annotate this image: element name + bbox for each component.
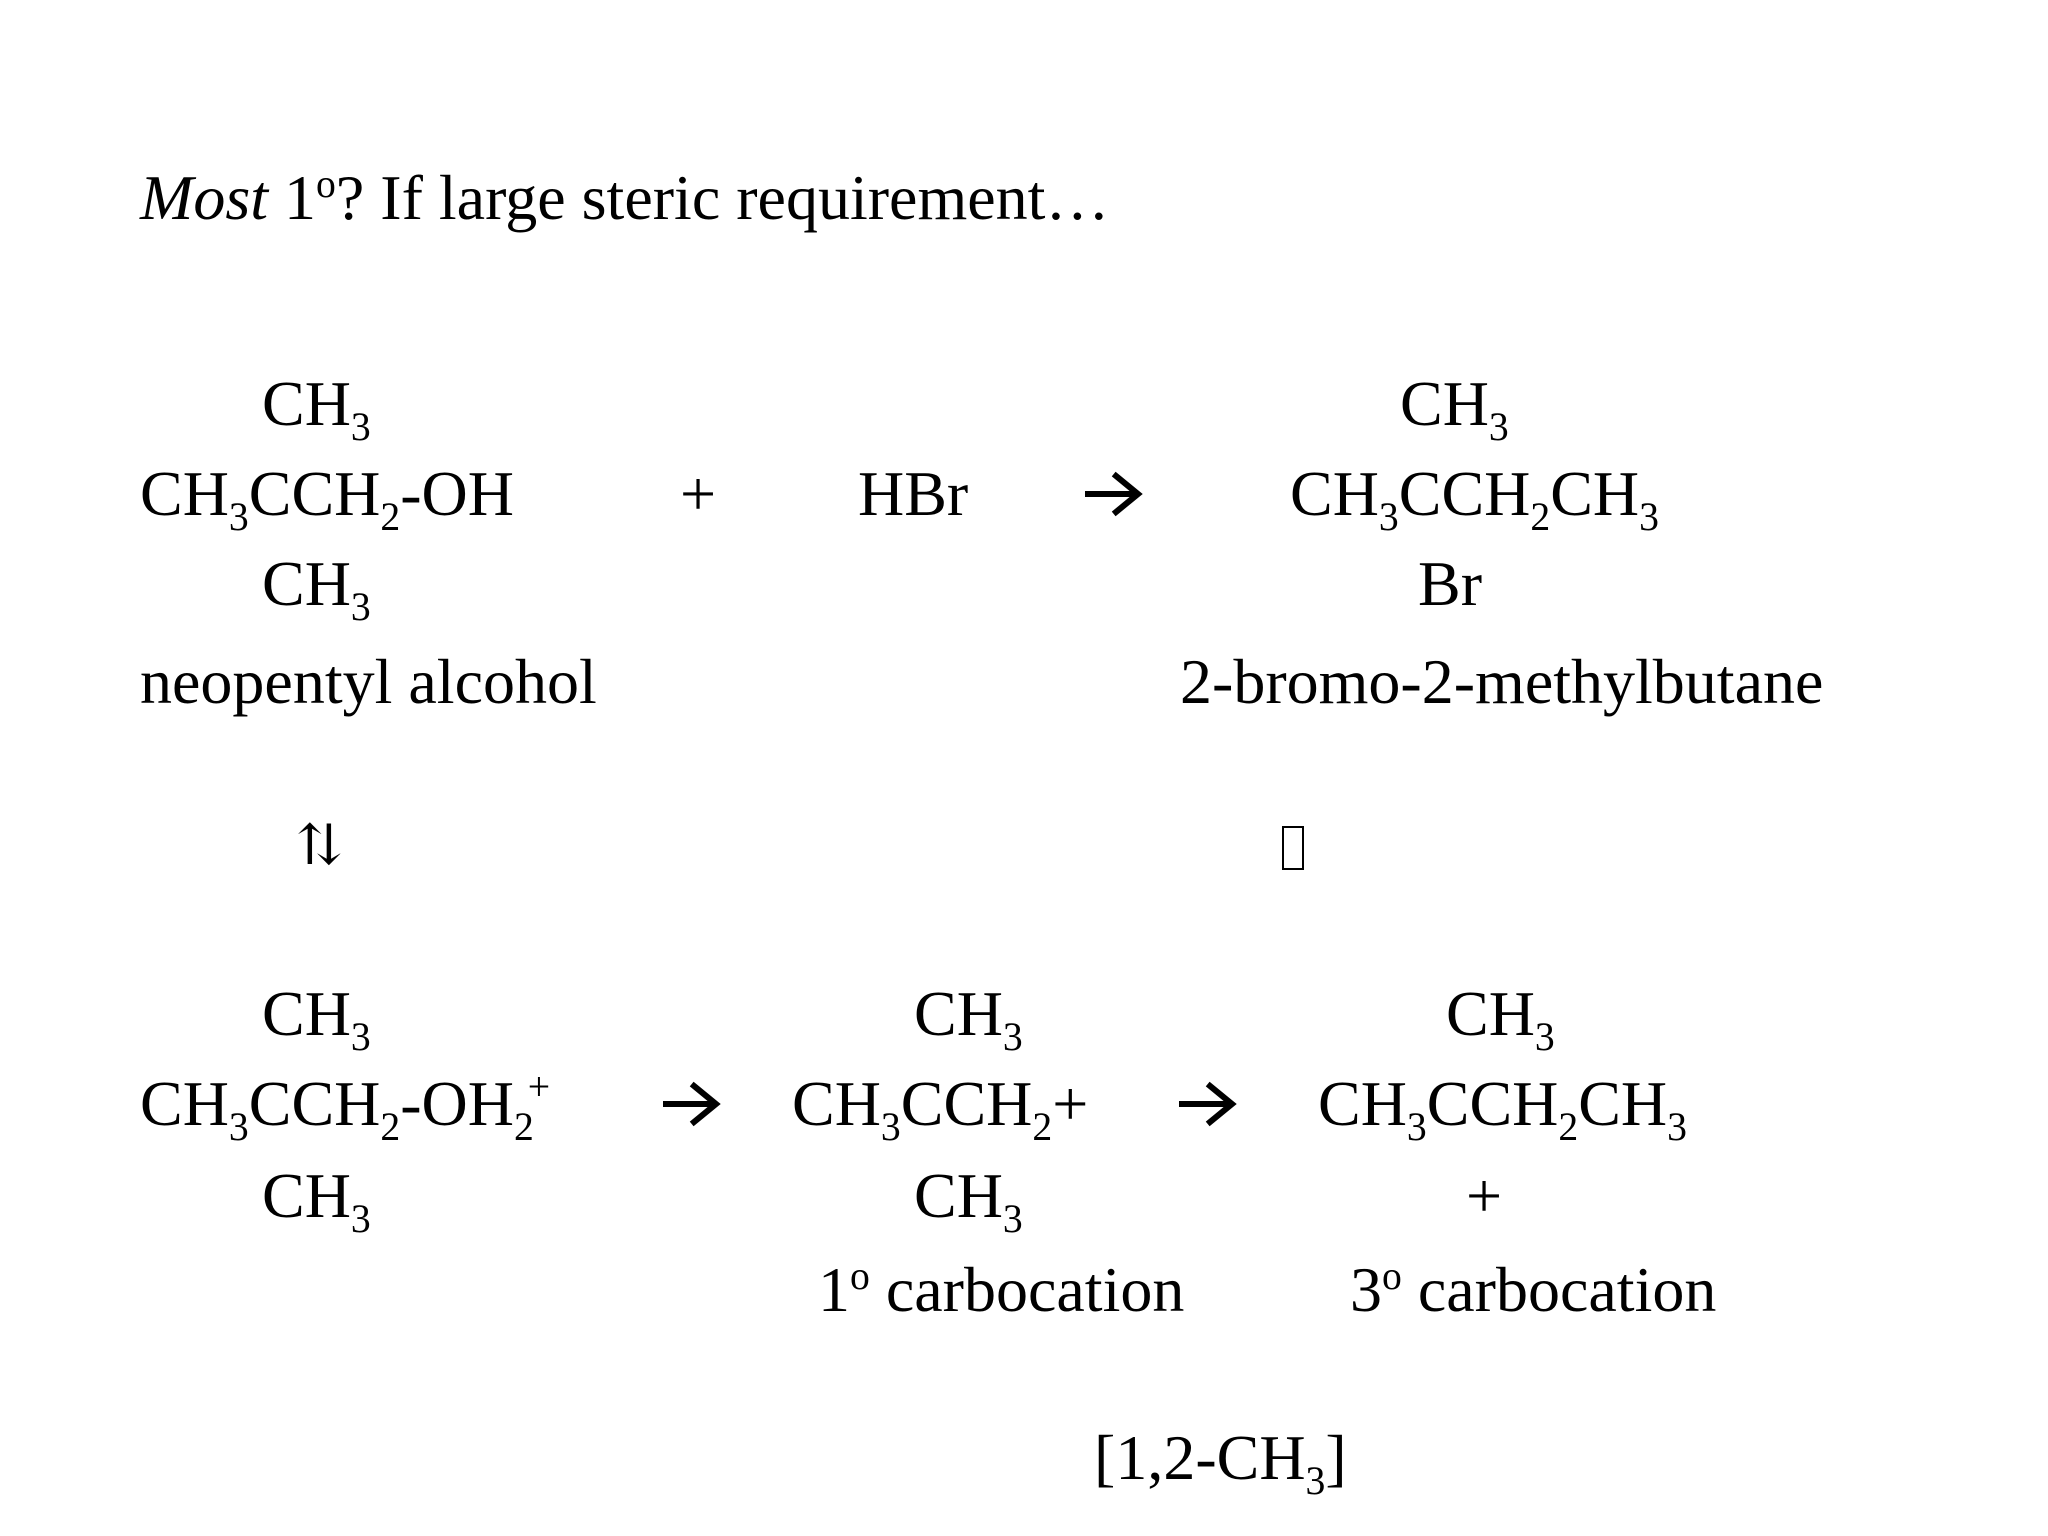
subscript: 3 xyxy=(228,1105,249,1150)
right-arrow-icon xyxy=(1082,462,1146,526)
subscript: 3 xyxy=(1406,1105,1427,1150)
text: CCH xyxy=(248,1068,381,1139)
degree: o xyxy=(1382,1254,1402,1299)
subscript: 2 xyxy=(380,1105,401,1150)
primary-formula: CH3CCH2+ xyxy=(792,1072,1088,1147)
text: CCH xyxy=(1426,1068,1559,1139)
tertiary-carbocation-label: 3o carbocation xyxy=(1350,1256,1716,1322)
superscript: + xyxy=(527,1065,551,1110)
oxonium-formula: CH3CCH2-OH2+ xyxy=(140,1068,550,1147)
tertiary-formula: CH3CCH2CH3 xyxy=(1318,1072,1687,1147)
tertiary-top-methyl: CH3 xyxy=(1446,982,1555,1057)
reagent-hbr: HBr xyxy=(858,458,969,529)
text: CH xyxy=(262,368,351,439)
text: CH xyxy=(914,978,1003,1049)
degree: o xyxy=(850,1254,870,1299)
tertiary-positive-charge: + xyxy=(1466,1160,1503,1231)
text: CCH xyxy=(1398,458,1531,529)
reactant-formula: CH3CCH2-OH xyxy=(140,462,514,537)
text: [1,2-CH xyxy=(1094,1422,1306,1493)
title-num: 1 xyxy=(284,162,316,233)
text: CH xyxy=(1446,978,1535,1049)
subscript: 2 xyxy=(380,495,401,540)
subscript: 2 xyxy=(1530,495,1551,540)
missing-glyph-icon xyxy=(1282,826,1304,870)
oxonium-top-methyl: CH3 xyxy=(262,982,371,1057)
title-degree: o xyxy=(316,162,336,207)
text: CH xyxy=(792,1068,881,1139)
subscript: 3 xyxy=(1002,1015,1023,1060)
product-top-methyl: CH3 xyxy=(1400,372,1509,447)
text: CH xyxy=(1400,368,1489,439)
subscript: 3 xyxy=(1378,495,1399,540)
right-arrow-icon xyxy=(660,1072,724,1136)
title-rest: ? If large steric requirement… xyxy=(335,162,1110,233)
oxonium-bottom-methyl: CH3 xyxy=(262,1164,371,1239)
primary-top-methyl: CH3 xyxy=(914,982,1023,1057)
text: CH xyxy=(1550,458,1640,529)
page-title: Most 1o? If large steric requirement… xyxy=(140,164,1109,230)
text: CH xyxy=(140,458,229,529)
primary-carbocation-label: 1o carbocation xyxy=(818,1256,1184,1322)
subscript: 3 xyxy=(1639,495,1659,540)
text: CCH xyxy=(248,458,381,529)
subscript: 2 xyxy=(1032,1105,1053,1150)
subscript: 3 xyxy=(228,495,249,540)
subscript: 3 xyxy=(1667,1105,1687,1150)
text: CH xyxy=(914,1160,1003,1231)
subscript: 3 xyxy=(1002,1197,1023,1242)
text: ] xyxy=(1325,1422,1347,1493)
subscript: 3 xyxy=(350,1015,371,1060)
product-bromine: Br xyxy=(1418,548,1482,619)
subscript: 3 xyxy=(350,585,371,630)
subscript: 3 xyxy=(880,1105,901,1150)
plus-sign: + xyxy=(680,458,717,529)
reactant-name: neopentyl alcohol xyxy=(140,646,597,717)
subscript: 2 xyxy=(1558,1105,1579,1150)
subscript: 2 xyxy=(513,1105,534,1150)
primary-bottom-methyl: CH3 xyxy=(914,1164,1023,1239)
subscript: 3 xyxy=(1534,1015,1555,1060)
text: CH xyxy=(262,978,351,1049)
title-italic: Most xyxy=(140,162,268,233)
product-name: 2-bromo-2-methylbutane xyxy=(1180,646,1824,717)
text: -OH xyxy=(400,458,514,529)
reactant-bottom-methyl: CH3 xyxy=(262,552,371,627)
text: 3 xyxy=(1350,1254,1382,1325)
text: CH xyxy=(262,1160,351,1231)
text: carbocation xyxy=(869,1254,1185,1325)
text: CH xyxy=(262,548,351,619)
text: CH xyxy=(140,1068,229,1139)
subscript: 3 xyxy=(350,1197,371,1242)
text: 1 xyxy=(818,1254,850,1325)
subscript: 3 xyxy=(1488,405,1509,450)
subscript: 3 xyxy=(1305,1459,1326,1504)
right-arrow-icon xyxy=(1176,1072,1240,1136)
text: -OH xyxy=(400,1068,514,1139)
subscript: 3 xyxy=(350,405,371,450)
text: CH xyxy=(1290,458,1379,529)
text: carbocation xyxy=(1401,1254,1717,1325)
equilibrium-arrows-icon: ⇅ xyxy=(296,815,343,877)
text: CH xyxy=(1318,1068,1407,1139)
product-formula: CH3CCH2CH3 xyxy=(1290,462,1659,537)
methyl-shift-label: [1,2-CH3] xyxy=(1094,1426,1347,1501)
text: + xyxy=(1052,1068,1089,1139)
text: CH xyxy=(1578,1068,1668,1139)
reactant-top-methyl: CH3 xyxy=(262,372,371,447)
text: CCH xyxy=(900,1068,1033,1139)
